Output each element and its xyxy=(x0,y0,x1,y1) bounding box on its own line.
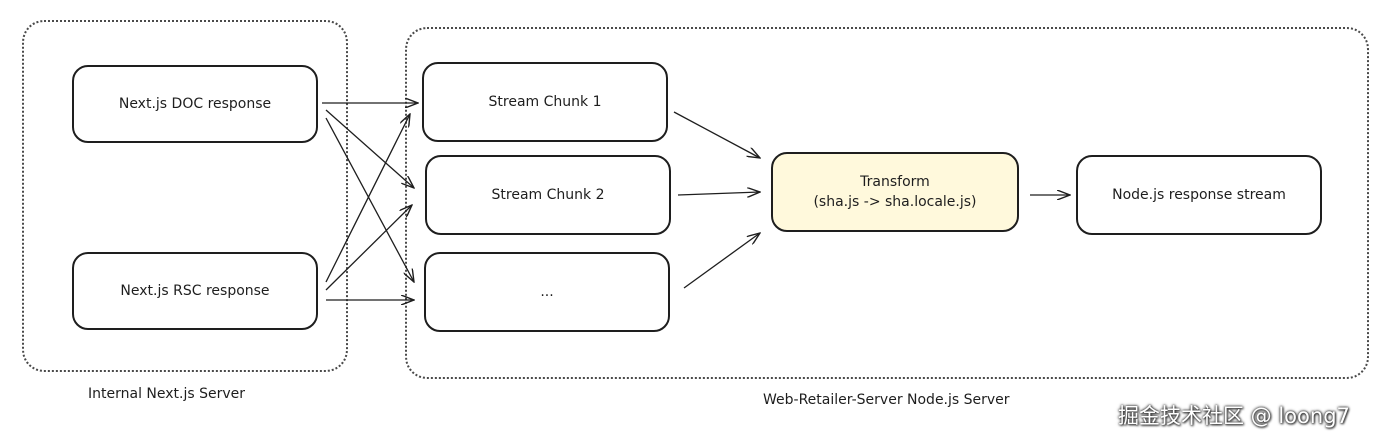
watermark-text: 掘金技术社区 @ loong7 xyxy=(1118,404,1350,428)
internal-server-group xyxy=(22,20,348,372)
transform-node: Transform (sha.js -> sha.locale.js) xyxy=(771,152,1019,232)
next-doc-response-node: Next.js DOC response xyxy=(72,65,318,143)
arrow-doc-chunk2 xyxy=(325,109,414,188)
arrow-rsc-chunk1 xyxy=(325,114,410,283)
arrow-doc-chunk3 xyxy=(325,117,414,282)
retailer-server-group xyxy=(405,27,1369,379)
arrow-chunk3-transform xyxy=(683,233,760,289)
stream-chunk-1-node: Stream Chunk 1 xyxy=(422,62,668,142)
arrow-chunk1-transform xyxy=(673,111,760,158)
arrow-chunk2-transform xyxy=(677,192,760,195)
stream-chunk-2-node: Stream Chunk 2 xyxy=(425,155,671,235)
next-rsc-response-node: Next.js RSC response xyxy=(72,252,318,330)
arrow-rsc-chunk2 xyxy=(325,205,412,291)
retailer-server-label: Web-Retailer-Server Node.js Server xyxy=(763,392,1010,408)
node-response-stream-node: Node.js response stream xyxy=(1076,155,1322,235)
stream-chunk-ellipsis-node: ... xyxy=(424,252,670,332)
internal-server-label: Internal Next.js Server xyxy=(88,386,246,402)
